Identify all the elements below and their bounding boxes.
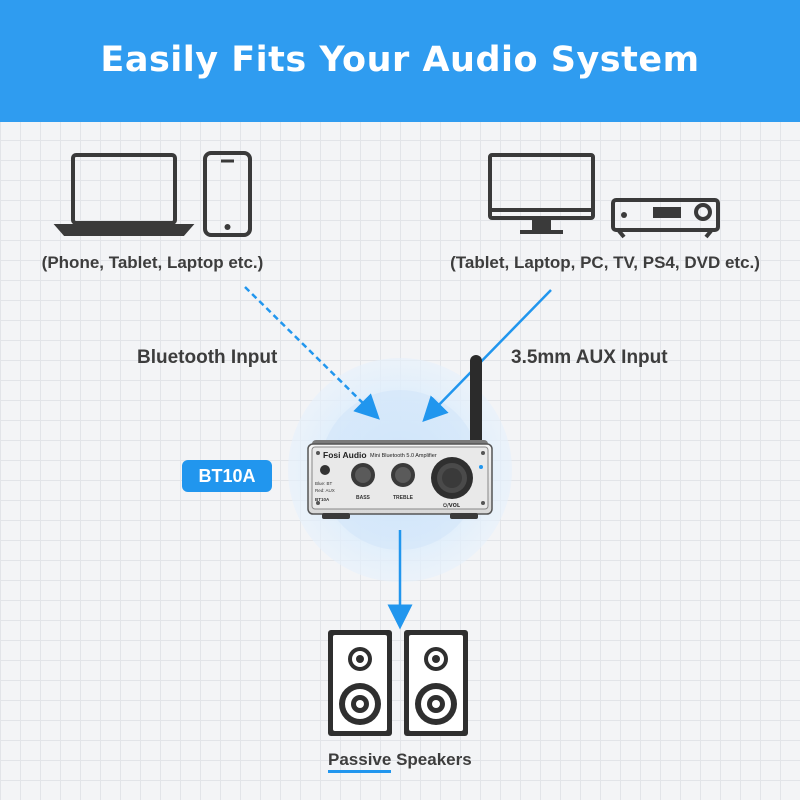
speakers-label-highlight: Passive [328,750,392,773]
amp-subtitle: Mini Bluetooth 5.0 Amplifier [370,453,437,459]
speakers-label: Passive Speakers [328,750,472,773]
page-title: Easily Fits Your Audio System [100,40,700,80]
input-knob [320,465,330,475]
amplifier [307,355,493,519]
bluetooth-input-label: Bluetooth Input [137,347,278,368]
laptop-icon [53,153,195,236]
treble-label: TREBLE [393,495,414,501]
aux-arrow [422,289,552,422]
speaker-left [328,630,392,736]
amp-model-print: BT10A [315,497,330,502]
amp-brand: Fosi Audio [323,450,367,460]
aux-input-label: 3.5mm AUX Input [511,347,668,368]
speakers-label-rest: Speakers [391,750,472,769]
speaker-right [404,630,468,736]
phone-icon [203,151,252,237]
bass-label: BASS [356,495,371,501]
amp-status-aux: Red: AUX [315,488,335,493]
volume-label: ⏻/VOL [443,503,461,509]
model-badge: BT10A [182,460,272,492]
monitor-icon [488,153,595,234]
header-banner: Easily Fits Your Audio System [0,0,800,122]
left-sources-caption: (Phone, Tablet, Laptop etc.) [41,253,264,272]
dvd-player-icon [611,198,720,239]
right-sources-caption: (Tablet, Laptop, PC, TV, PS4, DVD etc.) [450,253,760,272]
amp-status-bt: Blue: BT [315,481,333,486]
